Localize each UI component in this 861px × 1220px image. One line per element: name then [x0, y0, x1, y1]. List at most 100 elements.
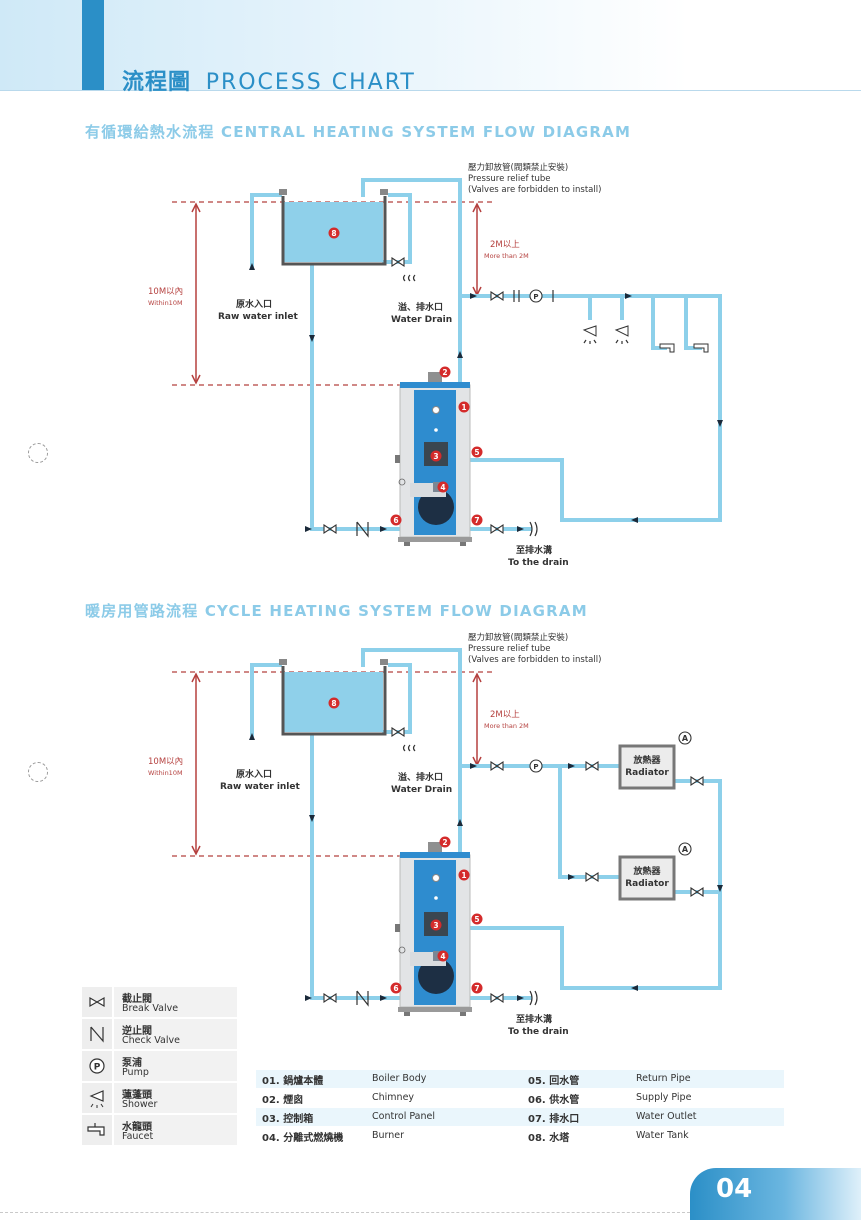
break-valve-icon — [690, 887, 704, 897]
diagram-cycle-heating: 8 2 1 3 5 4 6 7 放熱器 Radiator 放熱器 Radiato… — [148, 632, 723, 1037]
legend-label-en: Break Valve — [122, 1003, 179, 1014]
radiator-2 — [618, 855, 676, 901]
part-name-en: Water Tank — [636, 1130, 689, 1141]
svg-text:A: A — [682, 734, 689, 743]
relief-label-en: Pressure relief tube — [468, 174, 551, 184]
marker-7: 7 — [474, 984, 479, 993]
shower-icon — [82, 1083, 113, 1113]
marker-4: 4 — [440, 483, 445, 492]
svg-text:P: P — [533, 763, 538, 771]
legend-label-cn: 截止閥 — [122, 994, 152, 1005]
svg-text:P: P — [94, 1063, 101, 1073]
legend-item: P 泵浦 Pump — [82, 1051, 237, 1081]
legend-label-cn: 蓮蓬頭 — [122, 1090, 152, 1101]
relief-label-note: (Valves are forbidden to install) — [468, 185, 601, 195]
supply-pipe — [310, 733, 402, 1000]
flow-arrow — [517, 526, 524, 532]
marker-2: 2 — [442, 838, 447, 847]
marker-6: 6 — [393, 516, 398, 525]
binder-hole — [28, 443, 48, 463]
break-valve-icon — [490, 291, 504, 301]
legend-label-en: Pump — [122, 1067, 149, 1078]
break-valve-icon — [490, 524, 504, 534]
raw-inlet-label-cn: 原水入口 — [236, 768, 272, 780]
legend-label-en: Shower — [122, 1099, 158, 1110]
parts-row: 04. 分離式燃燒機 Burner — [256, 1127, 522, 1145]
break-valve-icon — [82, 987, 113, 1017]
burner — [418, 958, 454, 994]
height-label-cn: 2M以上 — [490, 240, 520, 250]
flow-arrow — [568, 763, 575, 769]
drain-outlet-icon — [529, 990, 538, 1006]
section-title-cycle-heating: 暖房用管路流程 CYCLE HEATING SYSTEM FLOW DIAGRA… — [85, 602, 588, 620]
section-title-central-heating: 有循環給熱水流程 CENTRAL HEATING SYSTEM FLOW DIA… — [85, 123, 632, 141]
break-valve-icon — [490, 993, 504, 1003]
check-valve-icon — [356, 990, 369, 1007]
flow-arrow — [457, 819, 463, 826]
binder-hole — [28, 762, 48, 782]
to-drain-label-en: To the drain — [508, 558, 569, 568]
break-valve-icon — [391, 727, 405, 737]
part-name-en: Water Outlet — [636, 1111, 697, 1122]
legend-item: 蓮蓬頭 Shower — [82, 1083, 237, 1113]
pump-icon — [529, 759, 543, 773]
marker-3: 3 — [433, 921, 438, 930]
to-drain-label-en: To the drain — [508, 1027, 569, 1037]
header-accent-bar — [82, 0, 104, 90]
marker-7: 7 — [474, 516, 479, 525]
to-drain-label-cn: 至排水溝 — [516, 1013, 552, 1025]
part-name-cn: 08. 水塔 — [528, 1133, 570, 1144]
drain-label-en: Water Drain — [391, 785, 452, 795]
break-valve-icon — [490, 761, 504, 771]
parts-row: 07. 排水口 Water Outlet — [522, 1108, 784, 1126]
marker-1: 1 — [461, 871, 466, 880]
flow-arrow — [631, 517, 638, 523]
marker-5: 5 — [474, 448, 479, 457]
flow-arrow — [517, 995, 524, 1001]
radiator-1-label-en: Radiator — [625, 768, 669, 778]
flow-arrow — [380, 526, 387, 532]
marker-8 — [328, 227, 340, 239]
part-name-en: Boiler Body — [372, 1073, 427, 1084]
marker-3: 3 — [433, 452, 438, 461]
part-name-en: Return Pipe — [636, 1073, 691, 1084]
radiator-2-label-en: Radiator — [625, 879, 669, 889]
return-loop-pipe — [468, 779, 722, 990]
pressure-relief-pipe — [361, 178, 462, 387]
limit-label-en: Within10M — [148, 299, 183, 307]
flow-arrow — [568, 874, 575, 880]
legend-label-cn: 水龍頭 — [122, 1122, 152, 1133]
check-valve-icon — [356, 521, 369, 538]
marker-5: 5 — [474, 915, 479, 924]
header-background — [0, 0, 861, 90]
legend-item: 逆止閥 Check Valve — [82, 1019, 237, 1049]
marker-2: 2 — [442, 368, 447, 377]
radiator-2-label-cn: 放熱器 — [632, 865, 661, 877]
page-title: 流程圖 PROCESS CHART — [122, 64, 416, 96]
page-title-cn: 流程圖 — [122, 70, 192, 95]
break-valve-icon — [391, 257, 405, 267]
flow-arrow — [457, 351, 463, 358]
faucet-icon — [659, 343, 675, 353]
parts-row: 06. 供水管 Supply Pipe — [522, 1089, 784, 1107]
legend-label-en: Check Valve — [122, 1035, 180, 1046]
drain-label-cn: 溢、排水口 — [398, 771, 443, 783]
parts-row: 03. 控制箱 Control Panel — [256, 1108, 522, 1126]
marker-4: 4 — [440, 952, 445, 961]
page-number: 04 — [716, 1174, 753, 1204]
break-valve-icon — [323, 993, 337, 1003]
height-label-cn: 2M以上 — [490, 710, 520, 720]
legend: 截止閥 Break Valve 逆止閥 Check Valve P 泵浦 Pum… — [82, 987, 237, 1147]
to-drain-label-cn: 至排水溝 — [516, 544, 552, 556]
return-loop-pipe — [458, 294, 722, 522]
raw-inlet-label-en: Raw water inlet — [218, 312, 298, 322]
parts-row: 02. 煙囪 Chimney — [256, 1089, 522, 1107]
header-divider — [0, 90, 861, 91]
marker-6: 6 — [393, 984, 398, 993]
break-valve-icon — [585, 872, 599, 882]
raw-inlet-pipe — [250, 193, 282, 267]
limit-label-cn: 10M以內 — [148, 757, 183, 767]
part-name-en: Control Panel — [372, 1111, 435, 1122]
legend-label-cn: 逆止閥 — [122, 1026, 152, 1037]
